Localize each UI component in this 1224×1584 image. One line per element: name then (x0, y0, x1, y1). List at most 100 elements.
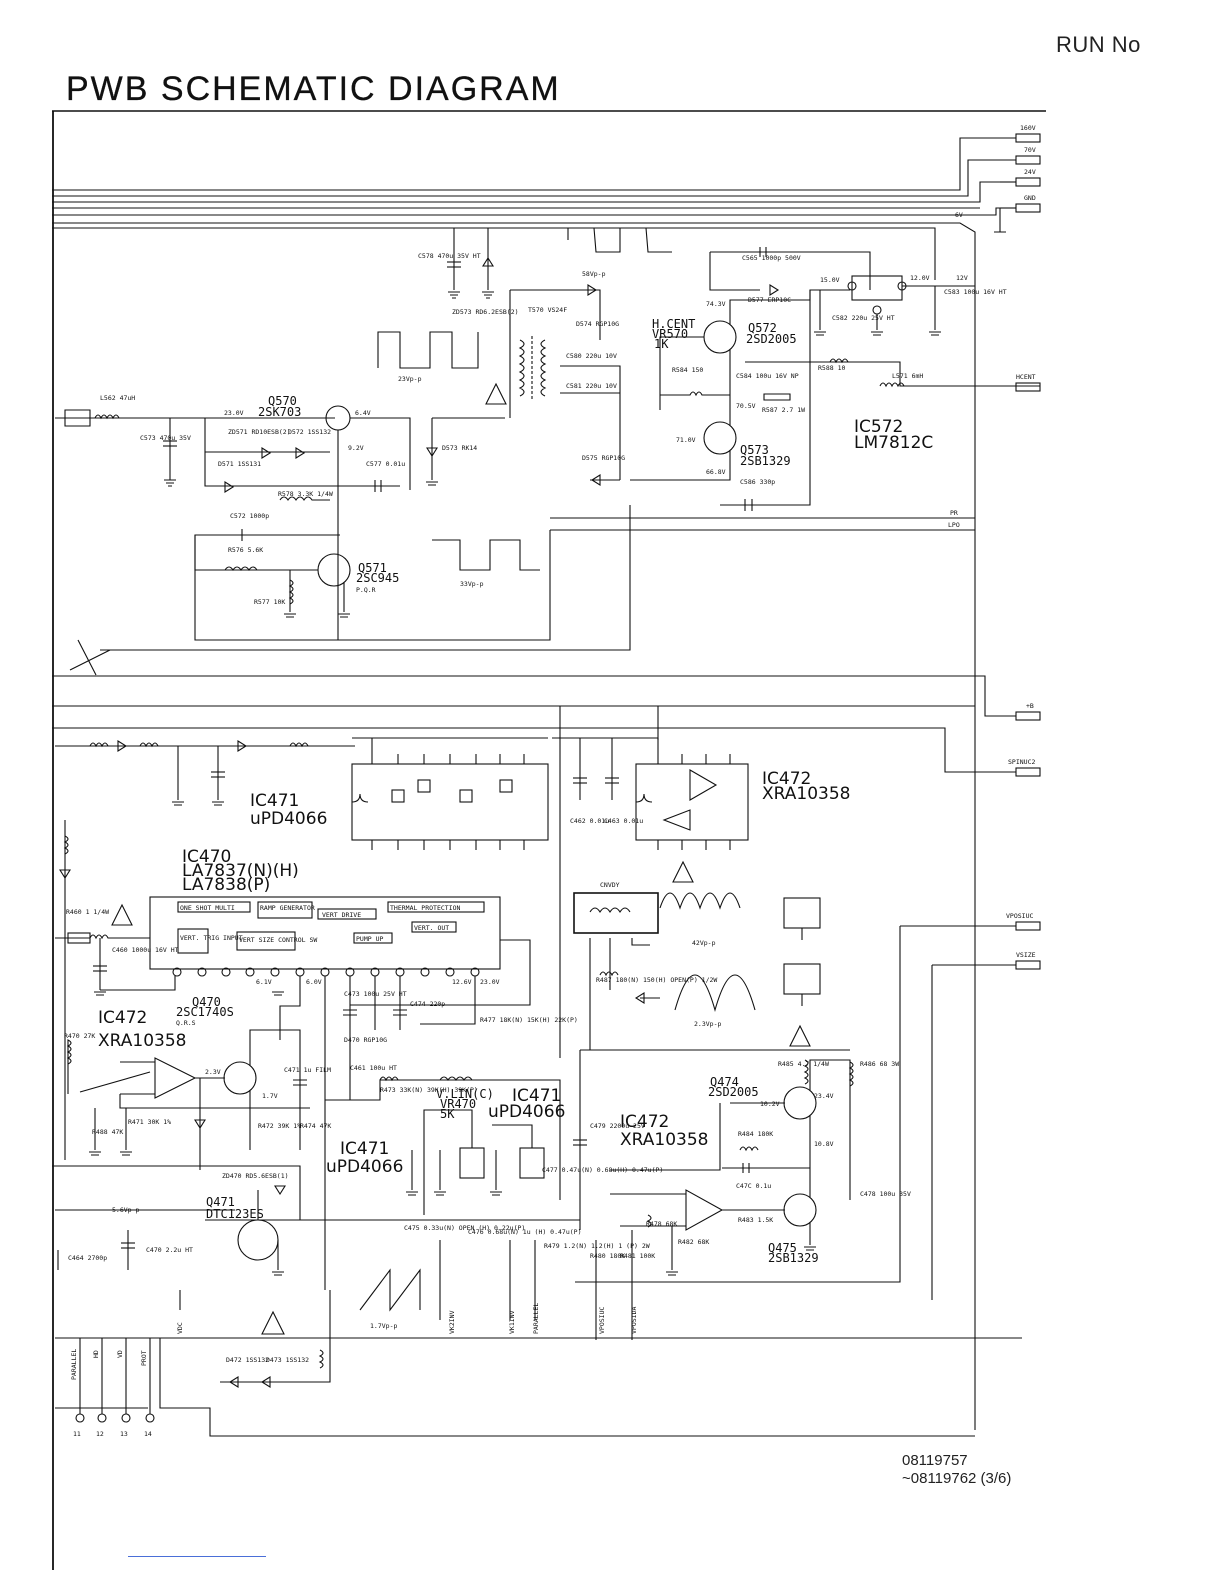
pin-parallel-label: PARALLEL (70, 1349, 78, 1380)
pin-hd-label: HD (92, 1350, 100, 1358)
vr470-label: V.LIN(C) (436, 1087, 494, 1101)
cnvdy-ref: CNVDY (600, 881, 620, 889)
waveform-23vpp: 23Vp-p (398, 375, 422, 383)
waveform-2-3vpp: 2.3Vp-p (694, 1020, 721, 1028)
c582-value: C582 220u 25V HT (832, 314, 895, 322)
zd573-value: ZD573 RD6.2ESB(2) (452, 308, 519, 316)
r471-value: R471 30K 1% (128, 1118, 171, 1126)
q471-part: DTC123ES (206, 1207, 264, 1221)
ic472-c-ref: IC472 (620, 1112, 669, 1132)
vr470-ref: VR470 (440, 1097, 476, 1111)
d470-value: D470 RGP10G (344, 1036, 387, 1044)
pin-vk1inv-label: VK1INV (508, 1310, 516, 1334)
voltage-6-0v: 6.0V (306, 978, 322, 986)
q474-ref: Q474 (710, 1075, 739, 1089)
voltage-10-2v: 10.2V (760, 1100, 780, 1108)
r488-value: R488 47K (92, 1128, 123, 1136)
rail-plus-b-label: +B (1026, 702, 1034, 710)
q571-part: 2SC945 (356, 571, 399, 585)
q475-part: 2SB1329 (768, 1251, 819, 1265)
r578-value: R578 3.3K 1/4W (278, 490, 333, 498)
rail-hcent-label: HCENT (1016, 373, 1036, 381)
document-number-line-1: 08119757 (902, 1452, 968, 1469)
voltage-12v: 12V (956, 274, 968, 282)
r477-value: R477 18K(N) 15K(H) 22K(P) (480, 1016, 578, 1024)
r480-value: R480 180K (590, 1252, 625, 1260)
d572-value: D572 1SS132 (288, 428, 331, 436)
q570-part: 2SK703 (258, 405, 301, 419)
voltage-10-8v: 10.8V (814, 1140, 834, 1148)
ic472-a-part: XRA10358 (762, 784, 850, 804)
ic572-part: LM7812C (854, 433, 933, 453)
ic471-b-ref: IC471 (340, 1139, 389, 1159)
voltage-1-7v: 1.7V (262, 1092, 278, 1100)
q572-part: 2SD2005 (746, 332, 797, 346)
voltage-74-3v: 74.3V (706, 300, 726, 308)
voltage-71-0v: 71.0V (676, 436, 696, 444)
block-vert-size: VERT SIZE CONTROL SW (239, 936, 317, 944)
rail-gnd-label: GND (1024, 194, 1036, 202)
l571-value: L571 6mH (892, 372, 923, 380)
t570-value: T570 VS24F (528, 306, 567, 314)
c460-value: C460 1000u 16V HT (112, 946, 179, 954)
c565-value: C565 1000p 500V (742, 254, 801, 262)
c476-value: C476 0.68u(N) 1u (H) 0.47u(P) (468, 1228, 582, 1236)
c586-value: C586 330p (740, 478, 775, 486)
block-vert-trig: VERT. TRIG INPUT (180, 934, 243, 942)
rail-spinuc2-label: SPINUC2 (1008, 758, 1035, 766)
r484-value: R484 180K (738, 1130, 773, 1138)
c471-value: C471 1u FILM (284, 1066, 331, 1074)
q474-part: 2SD2005 (708, 1085, 759, 1099)
c580-value: C580 220u 10V (566, 352, 617, 360)
block-ramp: RAMP GENERATOR (260, 904, 315, 912)
ic471-b-part: uPD4066 (326, 1157, 403, 1177)
c477-value: C477 0.47u(N) 0.68u(H) 0.47u(P) (542, 1166, 663, 1174)
l562-value: L562 47uH (100, 394, 135, 402)
r479-value: R479 1.2(N) 1.2(H) 1 (P) 2W (544, 1242, 650, 1250)
voltage-6-1v: 6.1V (256, 978, 272, 986)
pin-vposiuc-label: VPOSIUC (598, 1307, 606, 1334)
pin-parallel-b-label: PARALLEL (532, 1303, 540, 1334)
waveform-33vpp: 33Vp-p (460, 580, 484, 588)
ic472-c-part: XRA10358 (620, 1130, 708, 1150)
zd571-value: ZD571 RD10ESB(2) (228, 428, 291, 436)
r588-value: R588 10 (818, 364, 845, 372)
block-pump-up: PUMP UP (356, 935, 383, 943)
c577-value: C577 0.01u (366, 460, 405, 468)
waveform-42vpp: 42Vp-p (692, 939, 716, 947)
c573-value: C573 470u 35V (140, 434, 191, 442)
c464-value: C464 2700p (68, 1254, 107, 1262)
voltage-2-3v: 2.3V (205, 1068, 221, 1076)
r482-value: R482 68K (678, 1238, 709, 1246)
vr470-value: 5K (440, 1107, 455, 1121)
r587-value: R587 2.7 1W (762, 406, 805, 414)
c47c-value: C47C 0.1u (736, 1182, 771, 1190)
c479-value: C479 2200u 25V (590, 1122, 645, 1130)
r485-value: R485 4.7 1/4W (778, 1060, 829, 1068)
rail-vsize-label: VSIZE (1016, 951, 1036, 959)
d573-value: D573 RK14 (442, 444, 477, 452)
c583-value: C583 100u 16V HT (944, 288, 1007, 296)
q572-ref: Q572 (748, 321, 777, 335)
page-title: PWB SCHEMATIC DIAGRAM (66, 70, 561, 108)
waveform-58vpp: 58Vp-p (582, 270, 606, 278)
r474-value: R474 47K (300, 1122, 331, 1130)
ic470-part-2: LA7838(P) (182, 875, 270, 895)
d473-value: D473 1SS132 (266, 1356, 309, 1364)
q573-part: 2SB1329 (740, 454, 791, 468)
r472-value: R472 39K 1% (258, 1122, 301, 1130)
block-one-shot: ONE SHOT MULTI (180, 904, 235, 912)
rail-160v-label: 160V (1020, 124, 1036, 132)
document-number-line-2: ~08119762 (3/6) (902, 1470, 1012, 1487)
pin-number-12: 12 (96, 1430, 104, 1438)
pin-number-14: 14 (144, 1430, 152, 1438)
ic472-a-ref: IC472 (762, 769, 811, 789)
ic472-b-ref: IC472 (98, 1008, 147, 1028)
rail-24v-label: 24V (1024, 168, 1036, 176)
r478-value: R478 68K (646, 1220, 677, 1228)
rail-vposiuc-label: VPOSIUC (1006, 912, 1033, 920)
ic470-part-1: LA7837(N)(H) (182, 861, 299, 881)
d577-value: D577 ERP10C (748, 296, 791, 304)
voltage-70-5v: 70.5V (736, 402, 756, 410)
